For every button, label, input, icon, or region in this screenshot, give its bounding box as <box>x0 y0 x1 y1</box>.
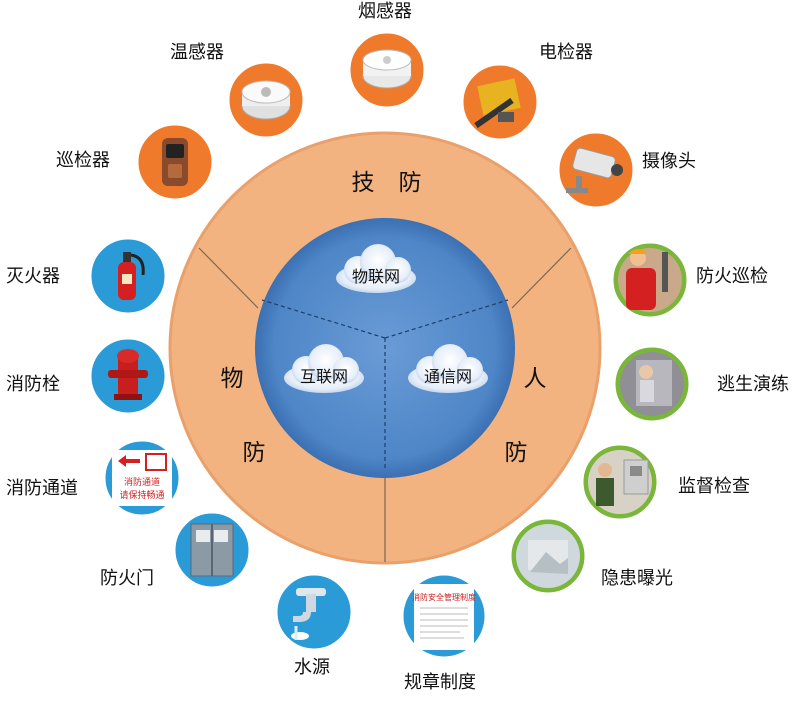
regulations-doc-icon: 消防安全管理制度 <box>400 572 488 660</box>
cloud-label-telecom: 通信网 <box>424 367 472 386</box>
label-smoke-detector: 烟感器 <box>358 1 412 22</box>
label-evacuation-drill: 逃生演练 <box>717 374 789 395</box>
temp-sensor-icon <box>226 60 306 140</box>
label-electrical-tester: 电检器 <box>539 42 593 63</box>
fire-patrol-photo-icon <box>610 240 690 320</box>
sector-tech-char1: 技 <box>352 170 375 196</box>
label-fire-patrol: 防火巡检 <box>696 266 768 287</box>
label-supervision-check: 监督检查 <box>678 476 750 497</box>
supervision-check-photo-icon <box>580 442 660 522</box>
extinguisher-icon <box>88 236 168 316</box>
divider-right <box>511 247 572 309</box>
fire-door-icon <box>172 510 252 590</box>
fire-passage-sign-icon: 消防通道 请保持畅通 <box>102 438 182 518</box>
sector-tech-char2: 防 <box>399 170 422 196</box>
label-water-source: 水源 <box>294 657 330 678</box>
label-regulations: 规章制度 <box>404 672 476 693</box>
hydrant-icon <box>88 336 168 416</box>
label-fire-door: 防火门 <box>100 568 154 589</box>
regulations-doc-title: 消防安全管理制度 <box>412 592 476 602</box>
inner-divider-right <box>384 299 509 339</box>
label-temp-sensor: 温感器 <box>170 42 224 63</box>
label-hydrant: 消防栓 <box>6 374 60 395</box>
passage-sign-line2: 请保持畅通 <box>119 489 164 501</box>
inner-divider-left <box>261 299 386 339</box>
sector-human-char2: 防 <box>505 440 528 466</box>
label-patrol-device: 巡检器 <box>56 150 110 171</box>
electrical-tester-icon <box>460 62 540 142</box>
sector-physical-char1: 物 <box>221 366 244 392</box>
label-extinguisher: 灭火器 <box>6 266 60 287</box>
smoke-detector-icon <box>347 30 427 110</box>
sector-human-char1: 人 <box>524 366 547 392</box>
patrol-device-icon <box>135 122 215 202</box>
label-fire-passage: 消防通道 <box>6 478 78 499</box>
cloud-label-internet: 互联网 <box>300 367 348 386</box>
camera-icon <box>556 130 636 210</box>
hazard-exposure-photo-icon <box>508 516 588 596</box>
divider-left <box>198 247 259 309</box>
evacuation-drill-photo-icon <box>612 344 692 424</box>
cloud-label-iot: 物联网 <box>352 267 400 286</box>
water-tap-icon <box>274 572 354 652</box>
sector-physical-char2: 防 <box>243 440 266 466</box>
label-camera: 摄像头 <box>642 151 696 172</box>
passage-sign-line1: 消防通道 <box>124 476 160 488</box>
label-hazard-exposure: 隐患曝光 <box>601 568 673 589</box>
